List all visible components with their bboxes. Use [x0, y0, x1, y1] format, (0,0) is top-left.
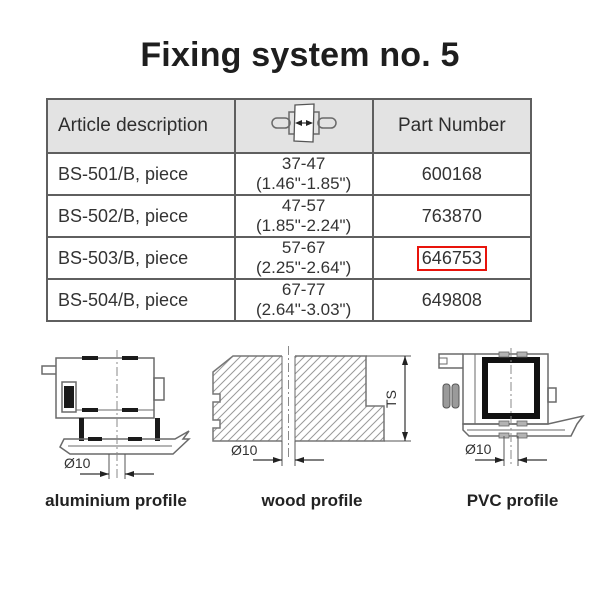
frame-hook: [41, 365, 56, 375]
left-anchor-sleeve: [270, 117, 291, 129]
range-mm: 67-77: [281, 280, 326, 299]
arrowhead: [402, 356, 408, 365]
arrowhead: [125, 471, 134, 477]
table-row: BS-503/B, piece 57-67 (2.25"-2.64") 6467…: [46, 236, 533, 280]
article-cell: BS-504/B, piece: [46, 278, 236, 322]
cut-mark: [122, 356, 138, 360]
part-number-highlighted: 646753: [416, 245, 487, 271]
hole-dimension-label: Ø10: [465, 441, 492, 457]
range-inches: (1.85"-2.24"): [256, 216, 352, 235]
cut-mark: [82, 356, 98, 360]
article-cell: BS-503/B, piece: [46, 236, 236, 280]
range-inches: (2.25"-2.64"): [256, 258, 352, 277]
cut-mark: [516, 420, 528, 427]
header-part-number: Part Number: [371, 98, 533, 154]
part-number-cell: 646753: [371, 236, 533, 280]
ts-dimension-label: TS: [383, 390, 399, 408]
arrowhead: [495, 457, 504, 463]
sill-profile: [462, 414, 585, 437]
table-row: BS-502/B, piece 47-57 (1.85"-2.24") 7638…: [46, 194, 533, 238]
cut-mark: [498, 351, 510, 358]
wood-profile-drawing: Ø10 TS: [212, 346, 411, 466]
range-inches: (2.64"-3.03"): [256, 300, 352, 319]
panel-thickness-icon: [270, 103, 337, 143]
cut-mark: [498, 420, 510, 427]
article-cell: BS-502/B, piece: [46, 194, 236, 238]
sill-profile: [59, 430, 191, 455]
gasket-stack: [442, 383, 451, 409]
cut-mark: [122, 408, 138, 412]
fixing-screw-left: [79, 418, 84, 441]
cut-mark: [88, 437, 102, 441]
part-number-cell: 763870: [371, 194, 533, 238]
part-number-cell: 600168: [371, 152, 533, 196]
table-header-row: Article description Part Number: [46, 98, 533, 154]
part-number: 649808: [421, 289, 482, 310]
cut-mark: [516, 432, 528, 439]
cut-mark: [516, 351, 528, 358]
frame-hook: [438, 353, 463, 369]
hole-dimension-label: Ø10: [231, 442, 258, 458]
range-cell: 67-77 (2.64"-3.03"): [233, 278, 374, 322]
rubber-gasket: [64, 386, 74, 408]
table-row: BS-501/B, piece 37-47 (1.46"-1.85") 6001…: [46, 152, 533, 196]
part-number: 600168: [421, 163, 482, 184]
aluminium-profile-label: aluminium profile: [45, 491, 187, 510]
aluminium-profile-drawing: Ø10: [41, 350, 191, 480]
range-cell: 47-57 (1.85"-2.24"): [233, 194, 374, 238]
arrowhead-left: [294, 120, 302, 126]
hole-dimension-label: Ø10: [64, 455, 91, 471]
table-row: BS-504/B, piece 67-77 (2.64"-3.03") 6498…: [46, 278, 533, 322]
page-title: Fixing system no. 5: [140, 36, 460, 74]
pvc-profile-drawing: Ø10: [438, 348, 585, 466]
range-cell: 37-47 (1.46"-1.85"): [233, 152, 374, 196]
header-article-description: Article description: [46, 98, 236, 154]
frame-right-step: [153, 377, 165, 401]
fixing-screw-right: [155, 418, 160, 441]
range-mm: 47-57: [281, 196, 326, 215]
pvc-profile-figure: Ø10 PVC profile: [425, 346, 600, 511]
aluminium-profile-figure: Ø10 aluminium profile: [22, 346, 210, 511]
arrowhead: [100, 471, 109, 477]
range-mm: 57-67: [281, 238, 326, 257]
part-number: 763870: [421, 205, 482, 226]
gasket-stack: [451, 383, 460, 409]
right-anchor-sleeve: [316, 117, 337, 129]
arrowhead-right: [305, 120, 313, 126]
part-number-cell: 649808: [371, 278, 533, 322]
cut-mark: [82, 408, 98, 412]
wood-profile-figure: Ø10 TS wood profile: [203, 346, 421, 511]
gasket-holder: [61, 381, 77, 413]
hook-notch: [438, 357, 448, 365]
wood-section: [212, 355, 385, 442]
arrowhead: [295, 457, 304, 463]
arrowhead: [273, 457, 282, 463]
frame-right-step: [547, 387, 557, 403]
wood-profile-label: wood profile: [261, 491, 363, 510]
range-cell: 57-67 (2.25"-2.64"): [233, 236, 374, 280]
pvc-profile-label: PVC profile: [466, 491, 559, 510]
range-inches: (1.46"-1.85"): [256, 174, 352, 193]
arrowhead: [518, 457, 527, 463]
header-thickness-cell: [233, 98, 374, 154]
cut-mark: [128, 437, 142, 441]
article-cell: BS-501/B, piece: [46, 152, 236, 196]
range-mm: 37-47: [281, 154, 326, 173]
arrowhead: [402, 432, 408, 441]
fixing-system-table: Article description Part Number: [46, 98, 533, 322]
